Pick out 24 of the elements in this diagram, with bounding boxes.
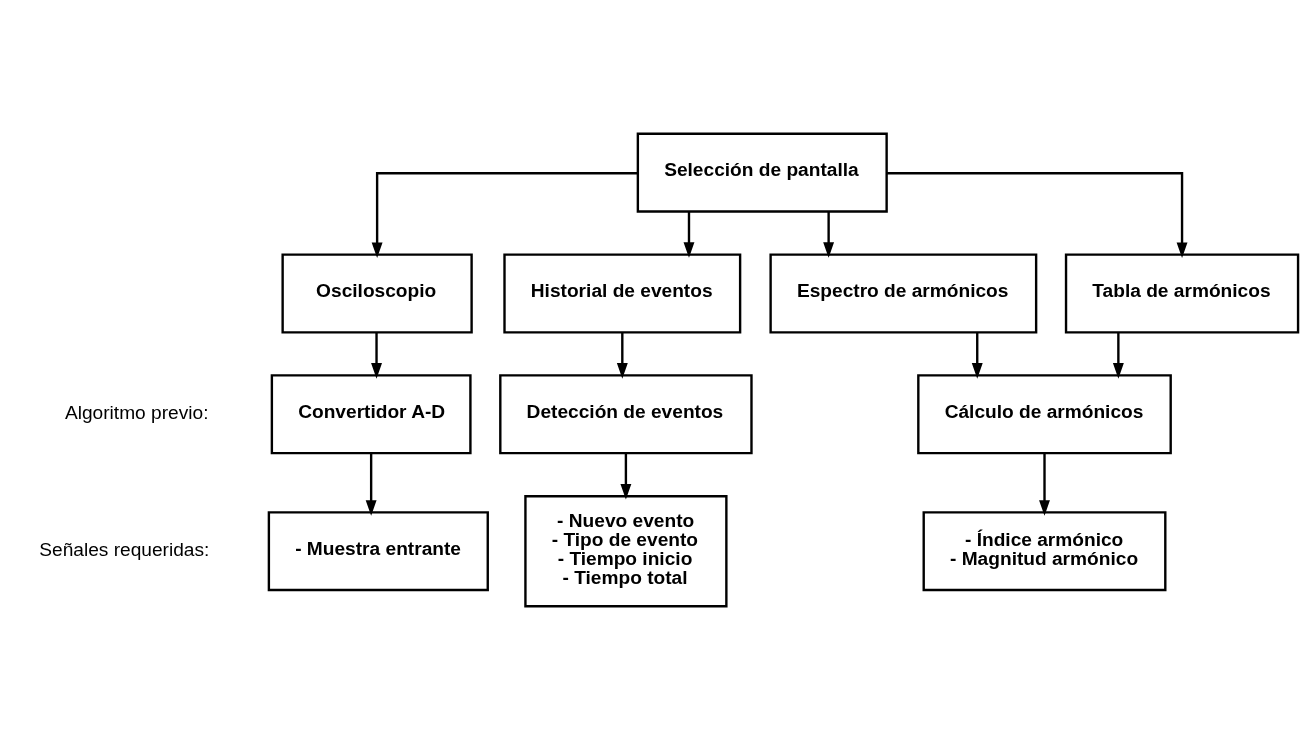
arrow — [620, 453, 632, 500]
arrow — [823, 211, 835, 258]
node-box: - Nuevo evento - Tipo de evento - Tiempo inicio - Tiempo total — [524, 495, 728, 608]
label: Algoritmo previo: — [64, 401, 209, 423]
arrow — [1112, 332, 1124, 379]
node-box: Detección de eventos — [499, 374, 753, 455]
arrow — [371, 332, 382, 379]
arrow — [616, 332, 628, 379]
node-box: - Índice armónico - Magnitud armónico — [922, 511, 1167, 592]
arrow — [371, 172, 638, 259]
node-box: Osciloscopio — [281, 253, 473, 334]
node-box: Cálculo de armónicos — [917, 374, 1172, 455]
node-box: Convertidor A-D — [270, 374, 472, 455]
node-box: Selección de pantalla — [636, 132, 888, 213]
node-box: - Muestra entrante — [267, 511, 489, 592]
node-box: Historial de eventos — [503, 253, 742, 334]
arrow — [365, 453, 377, 516]
node-box: Espectro de armónicos — [769, 253, 1038, 334]
node-box: Tabla de armónicos — [1064, 253, 1300, 334]
arrow — [971, 332, 983, 379]
arrow — [1039, 453, 1050, 516]
label: Señales requeridas: — [39, 538, 210, 560]
arrow — [683, 211, 695, 258]
arrow — [887, 172, 1188, 259]
